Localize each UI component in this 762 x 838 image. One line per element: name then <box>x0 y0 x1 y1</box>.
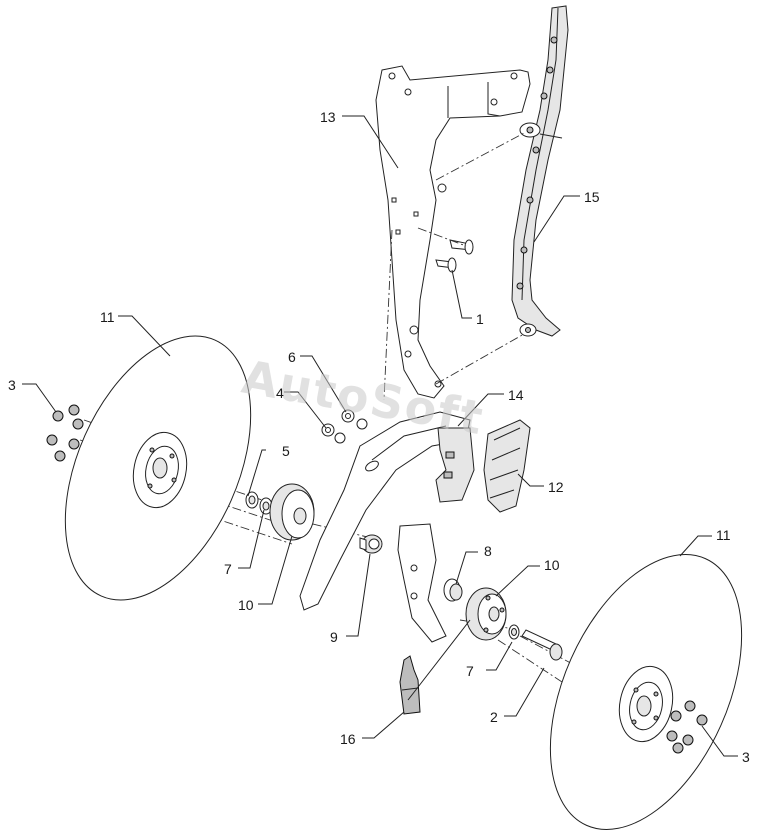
bolts-part-1 <box>435 239 474 273</box>
label-part-11-left: 11 <box>100 309 115 325</box>
label-part-13: 13 <box>320 109 336 125</box>
lower-bracket <box>397 523 447 643</box>
label-part-1: 1 <box>476 311 484 327</box>
frame-arm-part-15 <box>511 5 569 337</box>
label-part-12: 12 <box>548 479 564 495</box>
label-part-16: 16 <box>340 731 356 747</box>
label-part-11-right: 11 <box>716 527 731 543</box>
bearings-part-5-7 <box>245 491 273 515</box>
label-part-6: 6 <box>288 349 296 365</box>
scraper-blade-part-12 <box>483 419 531 513</box>
bearing-bolt-part-2-7 <box>508 624 563 661</box>
label-part-3-right: 3 <box>742 749 750 765</box>
nuts-washers-part-4-6 <box>321 409 368 444</box>
bolts-right-part-3 <box>666 700 708 754</box>
leader-lines <box>22 115 738 757</box>
label-part-3-left: 3 <box>8 377 16 393</box>
label-part-5: 5 <box>282 443 290 459</box>
bolts-left-part-3 <box>46 404 84 462</box>
label-part-15: 15 <box>584 189 600 205</box>
label-part-9: 9 <box>330 629 338 645</box>
washer-part-8 <box>443 578 463 602</box>
label-part-14: 14 <box>508 387 524 403</box>
hub-right-part-10 <box>465 587 507 641</box>
label-part-7-left: 7 <box>224 561 232 577</box>
label-part-8: 8 <box>484 543 492 559</box>
disc-left-part-11 <box>64 335 252 601</box>
label-part-4: 4 <box>276 385 284 401</box>
disc-right-part-11 <box>549 554 743 830</box>
bracket-part-13 <box>375 65 531 399</box>
label-part-2: 2 <box>490 709 498 725</box>
hub-left-part-10 <box>269 483 315 541</box>
axle-pin-part-9 <box>359 534 383 554</box>
scraper-arm-part-14 <box>299 411 475 611</box>
grease-tube-part-16 <box>399 655 421 715</box>
label-part-7-right: 7 <box>466 663 474 679</box>
label-part-10-right: 10 <box>544 557 560 573</box>
label-part-10-left: 10 <box>238 597 254 613</box>
